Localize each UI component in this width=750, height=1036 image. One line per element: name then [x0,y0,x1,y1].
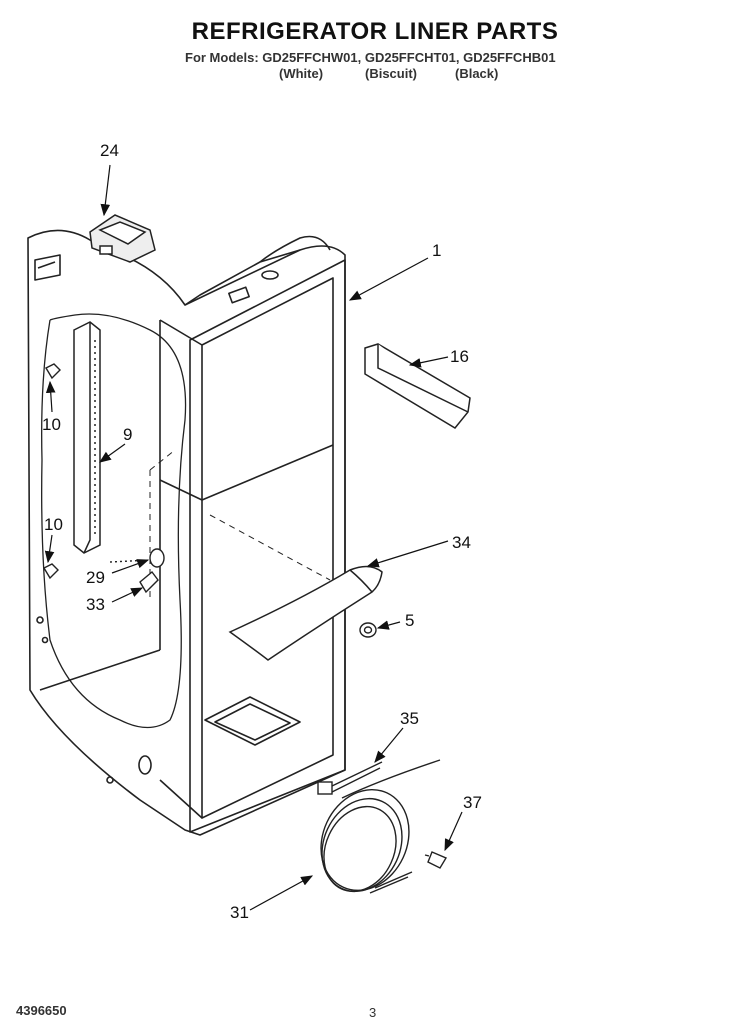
callout-10-lower: 10 [44,515,63,534]
liner-body [27,229,346,836]
leader-24 [100,164,111,217]
callout-35: 35 [400,709,419,728]
part-9-vertical-rail [73,321,101,554]
callout-33: 33 [86,595,105,614]
leader-10a [45,380,56,413]
part-24-control-housing [89,214,156,263]
leader-1 [348,257,429,301]
callout-31: 31 [230,903,249,922]
finish-white: (White) [279,66,324,81]
leader-37 [444,811,463,852]
part-16-bracket [364,343,471,429]
part-5-grommet [359,622,377,638]
callout-34: 34 [452,533,471,552]
part-34-deflector [228,565,383,661]
leader-5 [376,620,401,630]
document-number: 4396650 [16,1003,67,1018]
callout-labels: 24 1 16 10 9 10 29 33 34 5 35 37 31 [42,141,482,922]
part-10-screws [43,363,61,580]
callout-29: 29 [86,568,105,587]
callout-37: 37 [463,793,482,812]
leader-33 [111,587,144,603]
callout-1: 1 [432,241,441,260]
part-31-35-37-tubing [317,759,448,894]
models-line: For Models: GD25FFCHW01, GD25FFCHT01, GD… [185,50,556,65]
leader-34 [366,540,449,568]
page-title: REFRIGERATOR LINER PARTS [191,18,559,45]
leader-9 [99,443,126,463]
leader-31 [249,875,314,911]
leader-29 [111,559,150,574]
callout-16: 16 [450,347,469,366]
callout-5: 5 [405,611,414,630]
leader-35 [374,727,404,763]
leader-lines [44,164,463,911]
part-29-33-components [109,548,165,594]
finish-black: (Black) [455,66,499,81]
leader-16 [408,356,449,368]
page-number: 3 [369,1005,377,1020]
callout-10-upper: 10 [42,415,61,434]
leader-10b [44,534,55,564]
callout-24: 24 [100,141,119,160]
finish-biscuit: (Biscuit) [365,66,417,81]
callout-9: 9 [123,425,132,444]
